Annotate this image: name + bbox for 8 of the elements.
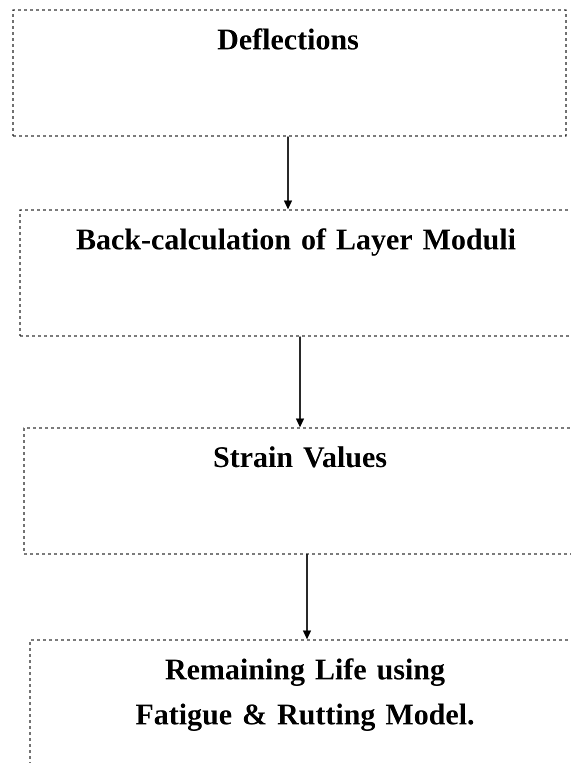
box-label: Strain Values: [214, 446, 386, 468]
process-box: [29, 639, 571, 763]
box-label: Back-calculation of Layer Moduli: [76, 228, 516, 256]
process-box: [19, 209, 571, 337]
process-box: [12, 9, 567, 137]
box-label: Remaining Life using Fatigue & Rutting Model.: [136, 658, 474, 731]
box-label: Deflections: [218, 28, 358, 50]
process-box: [23, 427, 571, 555]
